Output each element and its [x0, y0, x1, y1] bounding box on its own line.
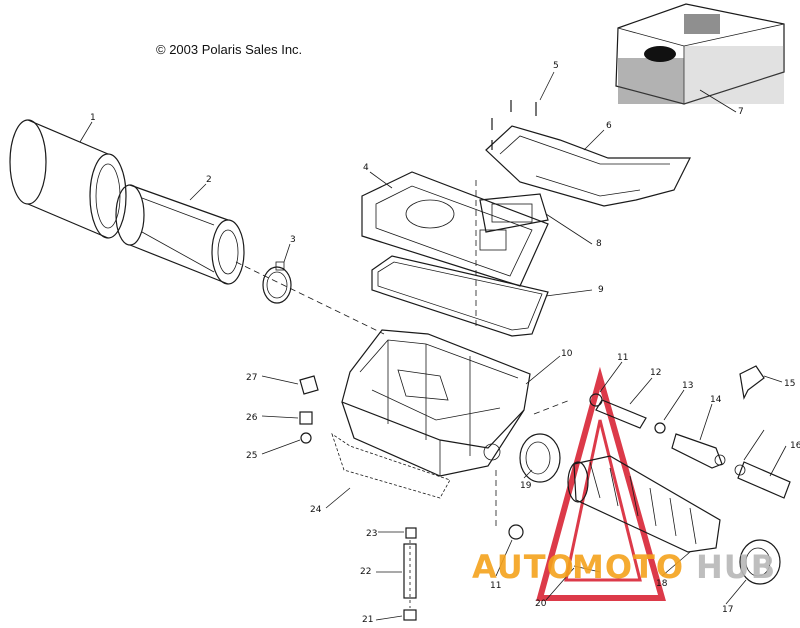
callout-24: 24 [310, 505, 322, 515]
callout-13: 13 [682, 381, 693, 391]
callout-21: 21 [362, 615, 373, 625]
callout-27: 27 [246, 373, 257, 383]
callout-26: 26 [246, 413, 258, 423]
callout-8: 8 [596, 239, 602, 249]
part-24-panel [331, 433, 451, 499]
part-10-airbox-base [341, 329, 531, 477]
watermark-moto: MOTO [572, 548, 684, 586]
callout-7: 7 [738, 107, 744, 117]
callout-23: 23 [366, 529, 377, 539]
callout-12: 12 [650, 368, 661, 378]
callout-10: 10 [561, 349, 573, 359]
callout-20: 20 [535, 599, 547, 609]
part-12-tube [595, 399, 647, 429]
part-13-washer [654, 422, 666, 434]
watermark-auto: AUTO [472, 548, 575, 586]
callout-11-lower: 11 [490, 581, 501, 591]
callout-2: 2 [206, 175, 212, 185]
part-19-ring [519, 433, 561, 483]
callout-18: 18 [656, 579, 668, 589]
part-21-nut [403, 609, 417, 621]
part-25-washer [300, 432, 312, 444]
callout-9: 9 [598, 285, 604, 295]
part-23-cap [405, 527, 417, 539]
part-1-filter-sleeve [9, 119, 127, 239]
callout-22: 22 [360, 567, 371, 577]
part-5-screws [491, 100, 537, 150]
callout-19: 19 [520, 481, 532, 491]
callout-3: 3 [290, 235, 296, 245]
watermark-hub: HUB [696, 548, 776, 586]
leader-lines [79, 71, 787, 621]
part-6-intake-duct [485, 125, 691, 207]
part-17-coupler-ring [739, 539, 781, 585]
part-26-bolt [299, 411, 313, 425]
part-7-foam-block [615, 3, 785, 105]
copyright-text: © 2003 Polaris Sales Inc. [156, 42, 303, 57]
callout-25: 25 [246, 451, 257, 461]
part-9-gasket [371, 255, 549, 337]
assembly-guide-lines [235, 180, 571, 608]
part-18-bellows-hose [567, 455, 721, 553]
callout-6: 6 [606, 121, 612, 131]
part-3-clamp [262, 261, 292, 304]
callout-1: 1 [90, 113, 96, 123]
callout-15: 15 [784, 379, 795, 389]
part-14-valve [671, 433, 726, 469]
callout-17: 17 [722, 605, 733, 615]
part-20-clamp [573, 565, 601, 573]
part-2-filter-element [115, 184, 245, 285]
part-27-bracket [299, 375, 319, 395]
part-8-flange [479, 193, 549, 233]
part-16-tube [734, 461, 791, 499]
part-22-spacer [403, 543, 417, 599]
callout-14: 14 [710, 395, 722, 405]
part-15-clip [739, 365, 765, 400]
part-4-filter-frame [361, 171, 549, 287]
callout-numbers: 1 2 3 4 5 6 7 8 9 10 11 12 13 14 15 16 1… [90, 61, 800, 625]
part-11-fitting-lower [508, 524, 524, 540]
callout-4: 4 [363, 163, 369, 173]
callout-16: 16 [790, 441, 800, 451]
watermark-text: AUTO MOTO HUB [472, 548, 776, 586]
callout-5: 5 [553, 61, 559, 71]
callout-11-upper: 11 [617, 353, 628, 363]
